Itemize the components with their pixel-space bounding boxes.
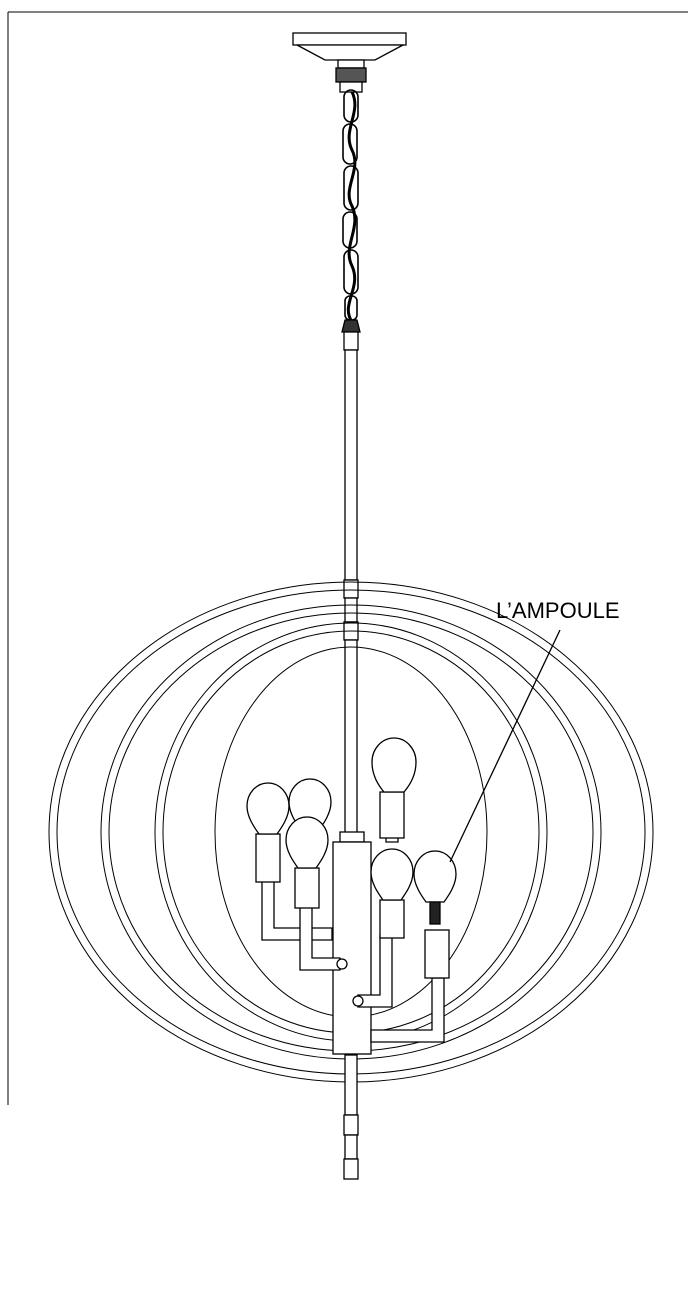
bulb-callout: L’AMPOULE — [449, 598, 620, 863]
center-body — [332, 831, 372, 1055]
sphere-frame — [48, 581, 654, 1083]
page-frame — [7, 11, 688, 1105]
bottom-rod — [343, 1054, 359, 1180]
callout-label: L’AMPOULE — [496, 598, 620, 623]
chain — [342, 89, 359, 323]
bulb-far-left — [246, 782, 290, 883]
bulb-left-front — [285, 816, 329, 909]
callout-leader-line — [449, 629, 561, 863]
bulbs — [246, 737, 457, 979]
stem-rod — [341, 319, 361, 837]
ceiling-canopy — [292, 32, 407, 93]
bulb-back-right — [371, 737, 417, 839]
bulb-replacement — [413, 850, 457, 979]
bulb-right-center — [370, 848, 414, 939]
